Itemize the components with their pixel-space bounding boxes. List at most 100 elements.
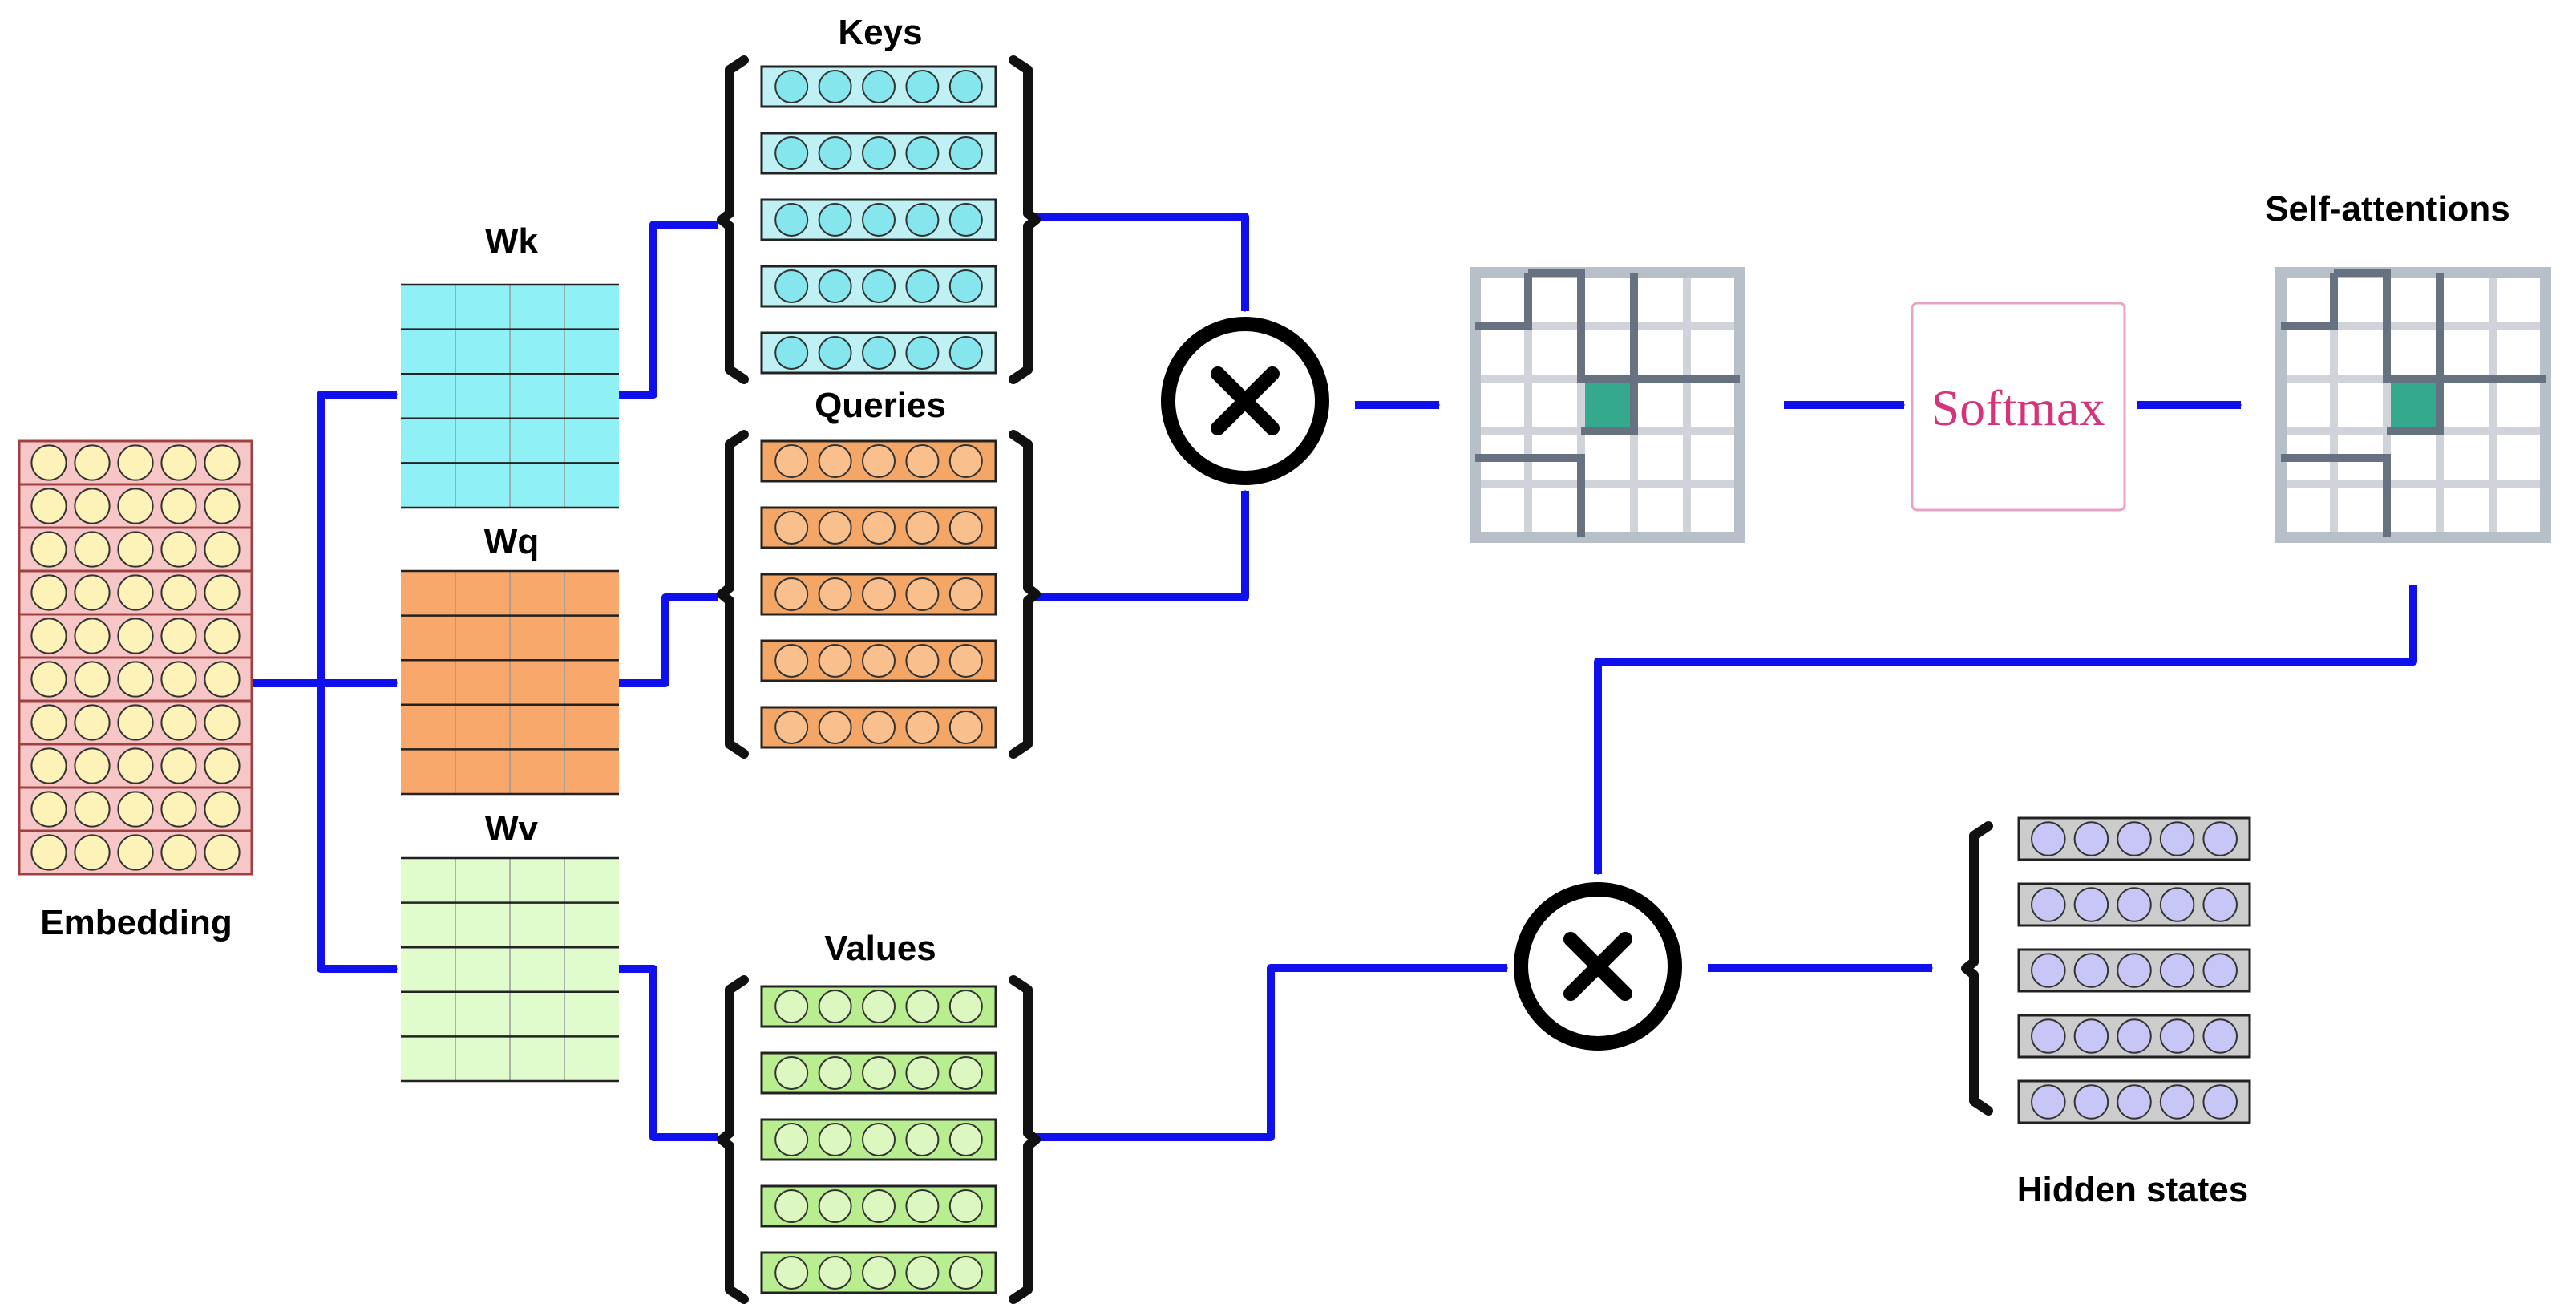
queries-row (760, 573, 997, 616)
vector-element (204, 704, 241, 741)
bracket-icon (717, 55, 749, 384)
arrow-wv-to-values (619, 965, 719, 1141)
vector-element (30, 661, 67, 698)
values-row (760, 985, 997, 1028)
vector-element (862, 511, 896, 545)
softmax-box: Softmax (1911, 302, 2126, 512)
embedding-row (18, 786, 253, 832)
vector-element (774, 1056, 809, 1090)
vector-element (160, 574, 197, 611)
vector-element (818, 1056, 852, 1090)
vector-element (818, 444, 852, 478)
vector-element (862, 444, 896, 478)
vector-element (862, 711, 896, 744)
keys-label: Keys (838, 13, 922, 52)
vector-element (2202, 821, 2238, 856)
vector-element (30, 444, 67, 481)
vector-element (2031, 887, 2066, 922)
self-attentions-label: Self-attentions (2265, 189, 2510, 229)
vector-element (774, 711, 809, 744)
vector-element (204, 661, 241, 698)
vector-element (2073, 1084, 2109, 1120)
multiply-qk (1161, 317, 1329, 485)
embedding-row (18, 526, 253, 573)
vector-element (774, 577, 809, 611)
vector-element (74, 791, 111, 828)
vector-element (774, 644, 809, 678)
vector-element (905, 1056, 940, 1090)
arrow-values-to-mult (1034, 964, 1509, 1141)
vector-element (160, 791, 197, 828)
queries-label: Queries (815, 386, 946, 425)
vector-element (117, 704, 154, 741)
vector-element (905, 444, 940, 478)
keys-row (760, 65, 997, 108)
wk-matrix (401, 283, 619, 509)
vector-element (204, 488, 241, 524)
vector-element (117, 444, 154, 481)
vector-element (862, 70, 896, 103)
vector-element (818, 990, 852, 1023)
vector-element (948, 711, 983, 744)
vector-element (2202, 887, 2238, 922)
vector-element (204, 618, 241, 654)
vector-element (905, 990, 940, 1023)
arrow-keys-to-mult (1034, 213, 1249, 313)
vector-element (905, 336, 940, 370)
vector-element (160, 618, 197, 654)
wq-label: Wq (484, 522, 539, 561)
vector-element (117, 531, 154, 568)
vector-element (74, 747, 111, 784)
vector-element (774, 269, 809, 303)
vector-element (30, 791, 67, 828)
vector-element (905, 1189, 940, 1223)
vector-element (2073, 953, 2109, 988)
vector-element (117, 574, 154, 611)
vector-element (774, 70, 809, 103)
values-row (760, 1118, 997, 1161)
vector-element (818, 577, 852, 611)
wv-label: Wv (485, 809, 539, 848)
vector-element (948, 203, 983, 237)
vector-element (2031, 1084, 2066, 1120)
vector-element (160, 661, 197, 698)
vector-element (862, 203, 896, 237)
vector-element (2202, 1018, 2238, 1054)
vector-element (160, 488, 197, 524)
vector-element (818, 269, 852, 303)
keys-bracket (717, 55, 1041, 384)
vector-element (74, 661, 111, 698)
embedding-row (18, 743, 253, 789)
bracket-icon (717, 430, 749, 759)
vector-element (818, 1189, 852, 1223)
vector-element (818, 511, 852, 545)
vector-element (204, 834, 241, 871)
vector-element (2117, 1018, 2152, 1054)
vector-element (948, 577, 983, 611)
highlight-cell (1581, 379, 1634, 431)
arrow-embedding-to-wv (317, 683, 398, 973)
vector-element (774, 1189, 809, 1223)
arrow-wq-to-queries (619, 593, 719, 687)
vector-element (30, 488, 67, 524)
vector-element (204, 444, 241, 481)
vector-element (862, 136, 896, 170)
multiply-icon (1211, 366, 1280, 435)
arrow-embedding-to-wk (252, 391, 398, 687)
vector-element (74, 704, 111, 741)
vector-element (948, 444, 983, 478)
vector-element (948, 136, 983, 170)
vector-element (948, 511, 983, 545)
vector-element (160, 444, 197, 481)
vector-element (30, 747, 67, 784)
arrow-layer (252, 213, 2417, 1141)
vector-element (948, 70, 983, 103)
vector-element (2202, 1084, 2238, 1120)
vector-element (905, 136, 940, 170)
vector-element (818, 136, 852, 170)
queries-row (760, 439, 997, 483)
vector-element (30, 574, 67, 611)
embedding-row (18, 613, 253, 659)
wv-matrix (401, 856, 619, 1083)
